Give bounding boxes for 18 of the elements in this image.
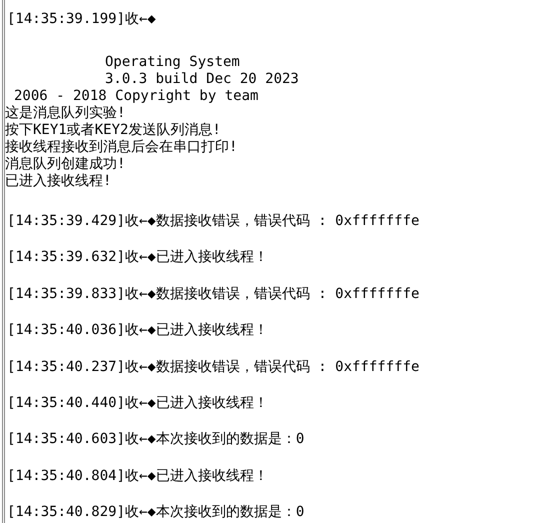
log-line: [14:35:40.036]收←◆已进入接收线程！ — [7, 322, 268, 340]
log-line: [14:35:40.237]收←◆数据接收错误，错误代码 : 0xfffffffe — [7, 358, 420, 376]
log-line: [14:35:39.429]收←◆数据接收错误，错误代码 : 0xfffffffe — [7, 213, 420, 230]
log-line: [14:35:40.829]收←◆本次接收到的数据是：0 — [7, 504, 304, 522]
log-line: 这是消息队列实验! — [5, 105, 126, 122]
log-line: [14:35:39.199]收←◆ — [7, 11, 156, 28]
log-line: 消息队列创建成功! — [5, 156, 126, 173]
log-line: Operating System — [105, 54, 240, 71]
log-line: [14:35:39.833]收←◆数据接收错误，错误代码 : 0xfffffffe — [7, 286, 420, 303]
log-line: [14:35:40.603]收←◆本次接收到的数据是：0 — [7, 431, 304, 448]
log-line: 按下KEY1或者KEY2发送队列消息! — [5, 122, 221, 139]
log-line: 接收线程接收到消息后会在串口打印! — [5, 139, 238, 156]
log-line: 已进入接收线程! — [5, 173, 112, 190]
log-line: 2006 - 2018 Copyright by team — [14, 88, 258, 105]
log-line: 3.0.3 build Dec 20 2023 — [105, 71, 299, 88]
log-line: [14:35:40.440]收←◆已进入接收线程！ — [7, 395, 268, 412]
log-line: [14:35:39.632]收←◆已进入接收线程！ — [7, 249, 268, 266]
log-line: [14:35:40.804]收←◆已进入接收线程！ — [7, 468, 268, 485]
